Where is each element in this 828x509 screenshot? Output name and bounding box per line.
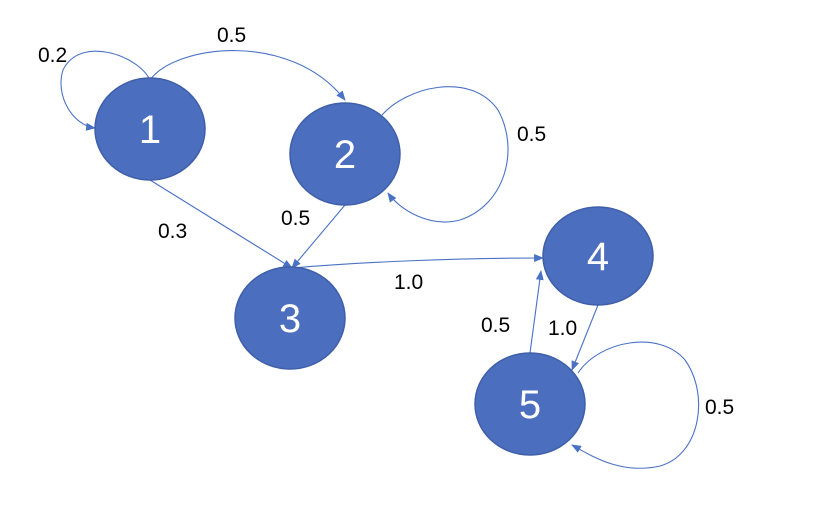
node-3: 3 <box>234 266 346 370</box>
node-5-shape <box>474 352 586 456</box>
node-3-shape <box>234 266 346 370</box>
edge-4-5 <box>571 304 599 371</box>
node-2-label: 2 <box>334 133 356 177</box>
edge-3-4 <box>291 254 544 269</box>
edge-5-4 <box>529 270 544 354</box>
node-1: 1 <box>94 77 206 181</box>
node-5-label: 5 <box>519 383 541 427</box>
node-3-label: 3 <box>279 297 301 341</box>
edge-2-3-label: 0.5 <box>281 207 310 230</box>
edge-3-4-label: 1.0 <box>394 271 423 294</box>
node-2-shape <box>289 102 401 206</box>
node-5: 5 <box>474 352 586 456</box>
node-4-label: 4 <box>587 235 609 279</box>
edge-1-1-label: 0.2 <box>38 44 67 67</box>
node-2: 2 <box>289 102 401 206</box>
edge-2-2-label: 0.5 <box>517 123 546 146</box>
edge-5-5 <box>571 341 700 469</box>
edge-1-2 <box>149 50 346 101</box>
edge-1-1 <box>60 50 151 131</box>
edge-1-3-label: 0.3 <box>158 220 187 243</box>
edge-labels: 0.2 0.5 0.5 0.3 0.5 1.0 0.5 1.0 0.5 <box>38 24 734 419</box>
edge-5-4-label: 0.5 <box>481 314 510 337</box>
edge-2-2 <box>381 86 509 223</box>
node-4-shape <box>542 206 654 306</box>
node-4: 4 <box>542 206 654 306</box>
edge-2-3 <box>291 204 346 269</box>
node-1-shape <box>94 77 206 181</box>
edge-4-5-label: 1.0 <box>548 317 577 340</box>
node-1-label: 1 <box>139 108 161 152</box>
edges <box>60 50 700 469</box>
nodes: 1 2 3 4 5 <box>94 77 654 456</box>
edge-1-3 <box>149 179 293 269</box>
edge-1-2-label: 0.5 <box>217 24 246 47</box>
edge-5-5-label: 0.5 <box>705 396 734 419</box>
